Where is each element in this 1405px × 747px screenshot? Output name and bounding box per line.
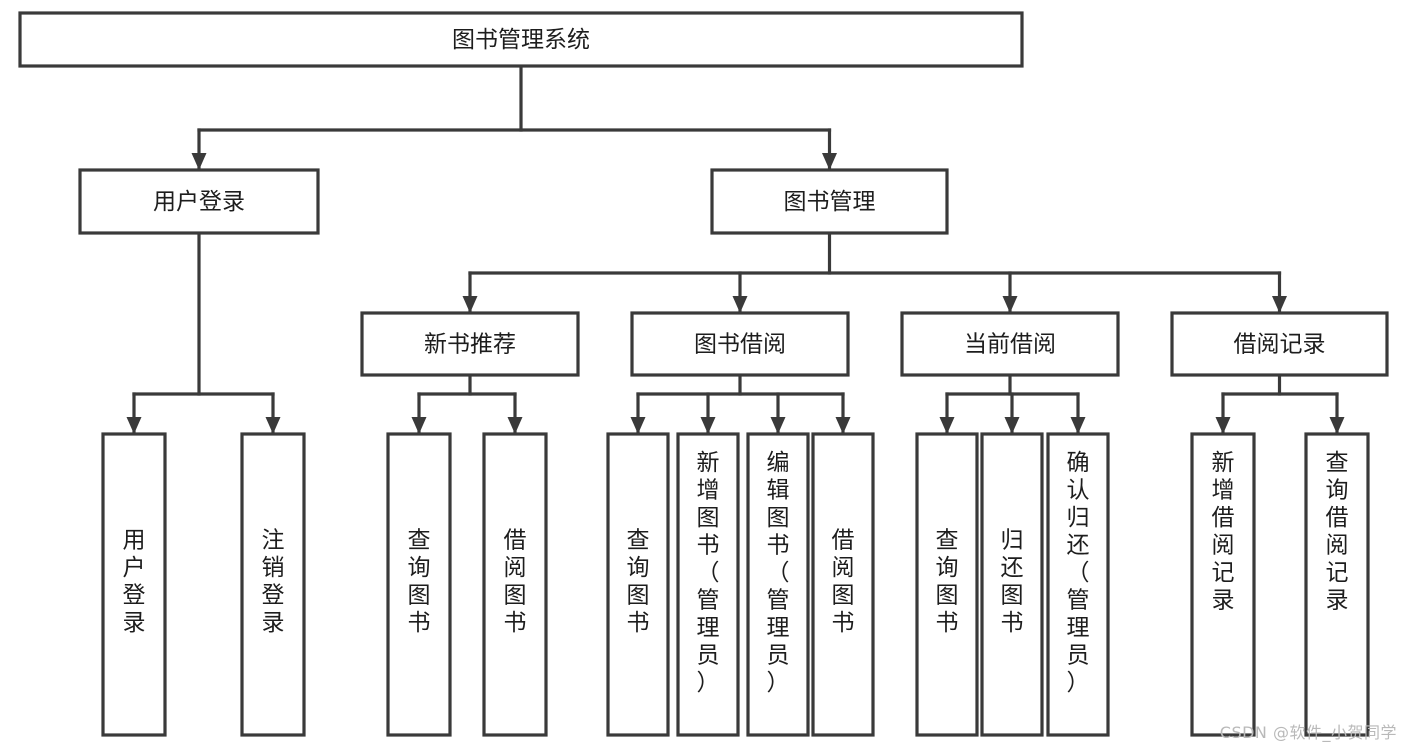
node-label: 编辑图书（管理员）	[767, 450, 790, 696]
arrow-head	[507, 417, 523, 434]
arrow-head	[1070, 417, 1086, 434]
node-box[interactable]	[360, 311, 580, 377]
arrow-head	[1329, 417, 1345, 434]
node-leaf-borrow-book-rec[interactable]: 借阅图书	[482, 432, 548, 737]
node-new-book-rec[interactable]: 新书推荐	[360, 311, 580, 377]
node-label: 查询借阅记录	[1326, 450, 1349, 614]
node-label: 归还图书	[1001, 527, 1024, 636]
node-box[interactable]	[915, 432, 979, 737]
connector-group	[462, 231, 1287, 314]
node-label: 用户登录	[123, 527, 146, 636]
node-label: 借阅图书	[504, 527, 527, 636]
node-box[interactable]	[101, 432, 167, 737]
node-label: 图书借阅	[694, 332, 786, 358]
node-box[interactable]	[78, 168, 320, 235]
arrow-head	[835, 417, 851, 434]
arrow-head	[630, 417, 646, 434]
watermark-text: CSDN @软件_小贺同学	[1219, 723, 1397, 742]
node-leaf-borrow-book[interactable]: 借阅图书	[811, 432, 875, 737]
node-label: 用户登录	[153, 189, 245, 215]
node-box[interactable]	[386, 432, 452, 737]
node-box[interactable]	[1190, 432, 1256, 737]
node-label: 新增借阅记录	[1212, 450, 1235, 614]
node-box[interactable]	[240, 432, 306, 737]
node-label: 查询图书	[936, 527, 959, 636]
node-box[interactable]	[482, 432, 548, 737]
connector-layer	[126, 64, 1345, 435]
arrow-head	[732, 296, 748, 313]
node-leaf-confirm-return[interactable]: 确认归还（管理员）	[1046, 432, 1110, 737]
node-leaf-logout[interactable]: 注销登录	[240, 432, 306, 737]
node-leaf-query-book-cur[interactable]: 查询图书	[915, 432, 979, 737]
node-box[interactable]	[710, 168, 949, 235]
node-box[interactable]	[811, 432, 875, 737]
arrow-head	[822, 153, 837, 170]
node-label: 新书推荐	[424, 332, 516, 358]
node-leaf-user-login[interactable]: 用户登录	[101, 432, 167, 737]
node-leaf-return-book[interactable]: 归还图书	[980, 432, 1044, 737]
node-root[interactable]: 图书管理系统	[18, 11, 1024, 68]
connector-group	[126, 231, 281, 435]
node-label: 借阅记录	[1234, 332, 1326, 358]
arrow-head	[1215, 417, 1231, 434]
connector-group	[939, 373, 1086, 435]
arrow-head	[1272, 296, 1287, 313]
node-label: 图书管理	[784, 189, 876, 215]
arrow-head	[191, 153, 207, 170]
arrow-head	[770, 417, 786, 434]
node-leaf-query-book[interactable]: 查询图书	[606, 432, 670, 737]
arrow-head	[265, 417, 281, 434]
node-box[interactable]	[746, 432, 810, 737]
node-label: 注销登录	[262, 527, 285, 636]
arrow-head	[462, 296, 478, 313]
connector-group	[411, 373, 523, 435]
node-leaf-query-record[interactable]: 查询借阅记录	[1304, 432, 1370, 737]
arrow-head	[1002, 296, 1018, 313]
node-current-borrow[interactable]: 当前借阅	[900, 311, 1120, 377]
node-box[interactable]	[606, 432, 670, 737]
arrow-head	[700, 417, 716, 434]
connector-group	[191, 64, 837, 171]
node-leaf-edit-book[interactable]: 编辑图书（管理员）	[746, 432, 810, 737]
node-label: 确认归还（管理员）	[1067, 450, 1090, 696]
node-leaf-add-record[interactable]: 新增借阅记录	[1190, 432, 1256, 737]
node-box[interactable]	[18, 11, 1024, 68]
arrow-head	[1004, 417, 1020, 434]
node-box[interactable]	[900, 311, 1120, 377]
node-label: 查询图书	[627, 527, 650, 636]
node-box[interactable]	[980, 432, 1044, 737]
node-label: 图书管理系统	[452, 27, 590, 53]
node-book-borrow[interactable]: 图书借阅	[630, 311, 850, 377]
connector-group	[1215, 373, 1345, 435]
node-label: 借阅图书	[832, 527, 855, 636]
arrow-head	[411, 417, 427, 434]
node-box[interactable]	[1046, 432, 1110, 737]
connector-group	[630, 373, 851, 435]
node-box[interactable]	[1170, 311, 1389, 377]
node-box[interactable]	[1304, 432, 1370, 737]
node-layer: 图书管理系统用户登录图书管理新书推荐图书借阅当前借阅借阅记录用户登录注销登录查询…	[18, 11, 1389, 737]
node-label: 新增图书（管理员）	[697, 450, 720, 696]
node-leaf-query-book-rec[interactable]: 查询图书	[386, 432, 452, 737]
node-box[interactable]	[630, 311, 850, 377]
node-leaf-add-book[interactable]: 新增图书（管理员）	[676, 432, 740, 737]
node-box[interactable]	[676, 432, 740, 737]
node-book-manage[interactable]: 图书管理	[710, 168, 949, 235]
arrow-head	[126, 417, 142, 434]
node-user-login[interactable]: 用户登录	[78, 168, 320, 235]
node-borrow-record[interactable]: 借阅记录	[1170, 311, 1389, 377]
node-label: 查询图书	[408, 527, 431, 636]
arrow-head	[939, 417, 955, 434]
node-label: 当前借阅	[964, 332, 1056, 358]
